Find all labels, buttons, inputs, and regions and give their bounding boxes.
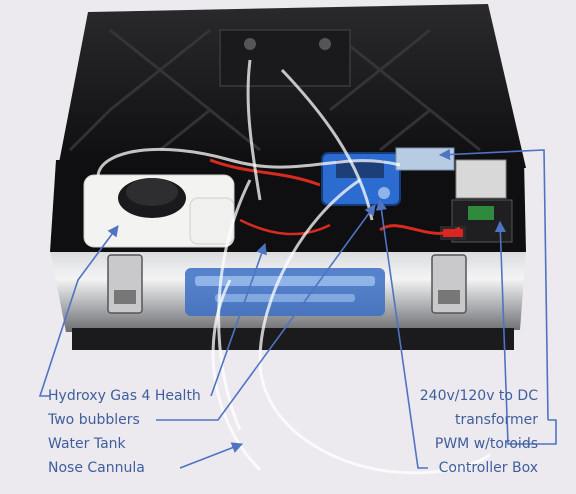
callout-arrows <box>38 148 557 469</box>
internal-components <box>83 147 513 248</box>
label-transformer: transformer <box>454 412 538 428</box>
label-two-bubblers: Two bubblers <box>48 412 140 428</box>
label-power-supply: 240v/120v to DC <box>419 388 538 404</box>
toolbox-lid <box>58 4 526 168</box>
label-nose-cannula: Nose Cannula <box>48 460 145 476</box>
label-pwm-toroids: PWM w/toroids <box>434 436 538 452</box>
label-water-tank: Water Tank <box>48 436 126 452</box>
label-controller-box: Controller Box <box>438 460 538 476</box>
clear-tubing <box>96 59 491 475</box>
label-hydroxy-gas: Hydroxy Gas 4 Health <box>48 388 201 404</box>
